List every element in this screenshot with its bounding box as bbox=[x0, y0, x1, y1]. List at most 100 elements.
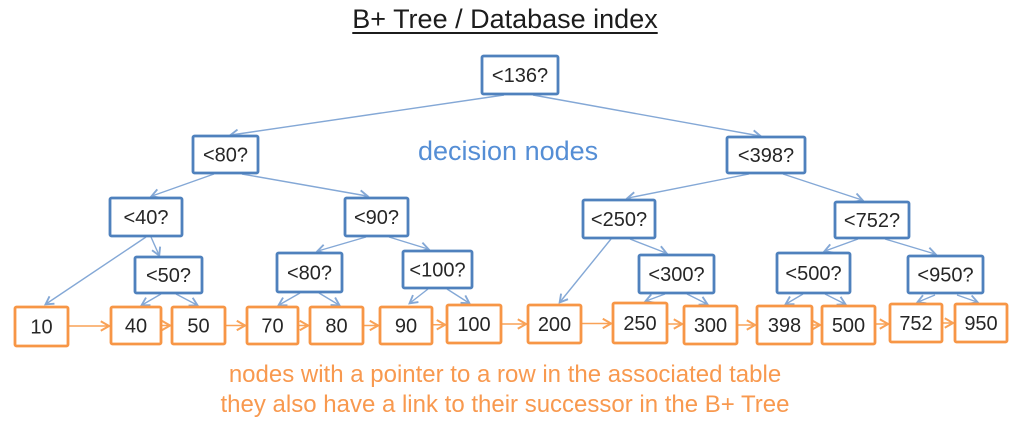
edge-300-to-l250 bbox=[643, 293, 666, 304]
leaf-node-box bbox=[526, 303, 583, 345]
decision-node-950: <950? bbox=[906, 254, 985, 295]
leaf-node-label: 500 bbox=[832, 315, 865, 337]
leaf-node-box bbox=[820, 304, 877, 346]
decision-node-40: <40? bbox=[108, 196, 184, 238]
leaf-node-box bbox=[682, 304, 739, 346]
edge-752-to-500 bbox=[822, 238, 859, 254]
decision-node-300: <300? bbox=[637, 253, 716, 295]
edge-100-to-l100 bbox=[446, 288, 472, 305]
decision-node-box bbox=[906, 254, 985, 295]
decision-node-label: <80? bbox=[287, 263, 332, 285]
leaf-node-box bbox=[445, 303, 503, 345]
leaf-node-box bbox=[308, 305, 365, 346]
leaf-node-box bbox=[13, 305, 70, 348]
decision-node-50: <50? bbox=[133, 255, 204, 295]
leaf-node-box bbox=[245, 305, 300, 346]
leaf-node-label: 90 bbox=[395, 316, 417, 338]
decision-node-label: <80? bbox=[203, 145, 248, 167]
decision-node-label: <950? bbox=[917, 265, 973, 287]
decision-edges-layer bbox=[43, 94, 980, 307]
caption-line-1: nodes with a pointer to a row in the ass… bbox=[228, 361, 782, 388]
decision-node-label: <500? bbox=[785, 263, 841, 285]
decision-node-90: <90? bbox=[343, 196, 410, 238]
decision-node-136: <136? bbox=[480, 54, 560, 96]
leaf-node-l10: 10 bbox=[13, 305, 70, 348]
decision-node-label: <40? bbox=[123, 207, 168, 229]
edge-50-to-l40 bbox=[139, 293, 162, 307]
edge-80b-to-l80 bbox=[318, 292, 342, 307]
edge-136-to-398 bbox=[532, 94, 763, 140]
edge-50-to-l50 bbox=[175, 293, 200, 307]
decision-node-box bbox=[275, 251, 344, 294]
decision-node-box bbox=[725, 135, 807, 175]
leaf-node-l50: 50 bbox=[170, 305, 227, 346]
leaf-node-label: 250 bbox=[623, 313, 656, 335]
leaf-node-label: 10 bbox=[30, 317, 52, 339]
edge-40-to-50 bbox=[150, 236, 162, 258]
edge-90-to-80b bbox=[315, 236, 367, 255]
leaf-node-l40: 40 bbox=[109, 305, 163, 346]
decision-node-500: <500? bbox=[775, 251, 852, 295]
nodes-layer: <136? <80? <398? <40? <90? <250? <752? <50? <80?… bbox=[13, 54, 1009, 348]
decision-node-label: <300? bbox=[648, 264, 704, 286]
decision-node-752: <752? bbox=[833, 200, 911, 240]
leaf-node-l752: 752 bbox=[888, 302, 944, 344]
edge-398-to-250 bbox=[625, 173, 750, 202]
decision-node-box bbox=[133, 255, 204, 295]
decision-node-label: <90? bbox=[354, 207, 399, 229]
leaf-node-label: 950 bbox=[964, 313, 997, 335]
leaf-node-l100: 100 bbox=[445, 303, 503, 345]
edge-40-to-l10 bbox=[43, 236, 147, 306]
edge-80-to-90 bbox=[241, 173, 370, 201]
leaf-node-box bbox=[378, 305, 434, 346]
decision-node-100: <100? bbox=[401, 249, 474, 290]
caption-line-2: they also have a link to their successor… bbox=[220, 391, 790, 418]
leaf-node-label: 100 bbox=[457, 314, 490, 336]
leaf-node-l90: 90 bbox=[378, 305, 434, 346]
edge-500-to-l500 bbox=[824, 293, 848, 306]
leaf-node-label: 300 bbox=[694, 315, 727, 337]
decision-node-box bbox=[401, 249, 474, 290]
decision-node-box bbox=[775, 251, 852, 295]
decision-node-label: <752? bbox=[844, 210, 900, 232]
decision-node-box bbox=[637, 253, 716, 295]
decision-node-label: <136? bbox=[492, 65, 548, 87]
edge-300-to-l300 bbox=[686, 293, 710, 306]
leaf-node-l398: 398 bbox=[755, 304, 814, 346]
edge-80b-to-l70 bbox=[276, 292, 301, 307]
leaf-node-box bbox=[953, 302, 1009, 344]
decision-node-box bbox=[191, 134, 260, 175]
decision-node-label: <250? bbox=[591, 209, 647, 231]
decision-node-label: <50? bbox=[146, 265, 191, 287]
edge-500-to-l398 bbox=[783, 293, 804, 306]
leaf-node-label: 200 bbox=[538, 314, 571, 336]
leaf-node-box bbox=[755, 304, 814, 346]
leaf-node-box bbox=[611, 301, 669, 345]
edge-950-to-l752 bbox=[915, 294, 936, 305]
edge-136-to-80 bbox=[228, 94, 505, 140]
leaf-node-l250: 250 bbox=[611, 301, 669, 345]
leaf-node-l80: 80 bbox=[308, 305, 365, 346]
leaf-node-box bbox=[888, 302, 944, 344]
leaf-node-label: 80 bbox=[325, 316, 347, 338]
leaf-chain-layer bbox=[69, 317, 956, 332]
leaf-node-l500: 500 bbox=[820, 304, 877, 346]
edge-752-to-950 bbox=[884, 238, 938, 258]
leaf-node-box bbox=[170, 305, 227, 346]
decision-nodes-label: decision nodes bbox=[418, 136, 599, 166]
edge-250-to-300 bbox=[629, 238, 669, 256]
leaf-node-l300: 300 bbox=[682, 304, 739, 346]
decision-node-box bbox=[833, 200, 911, 240]
decision-node-label: <398? bbox=[738, 145, 794, 167]
leaf-node-label: 752 bbox=[899, 313, 932, 335]
leaf-node-label: 70 bbox=[261, 316, 283, 338]
leaf-node-box bbox=[109, 305, 163, 346]
decision-node-250: <250? bbox=[581, 198, 657, 240]
edge-950-to-l950 bbox=[956, 294, 980, 305]
edge-100-to-l90 bbox=[408, 288, 429, 305]
diagram-title: B+ Tree / Database index bbox=[352, 4, 658, 34]
decision-node-box bbox=[108, 196, 184, 238]
leaf-node-l70: 70 bbox=[245, 305, 300, 346]
